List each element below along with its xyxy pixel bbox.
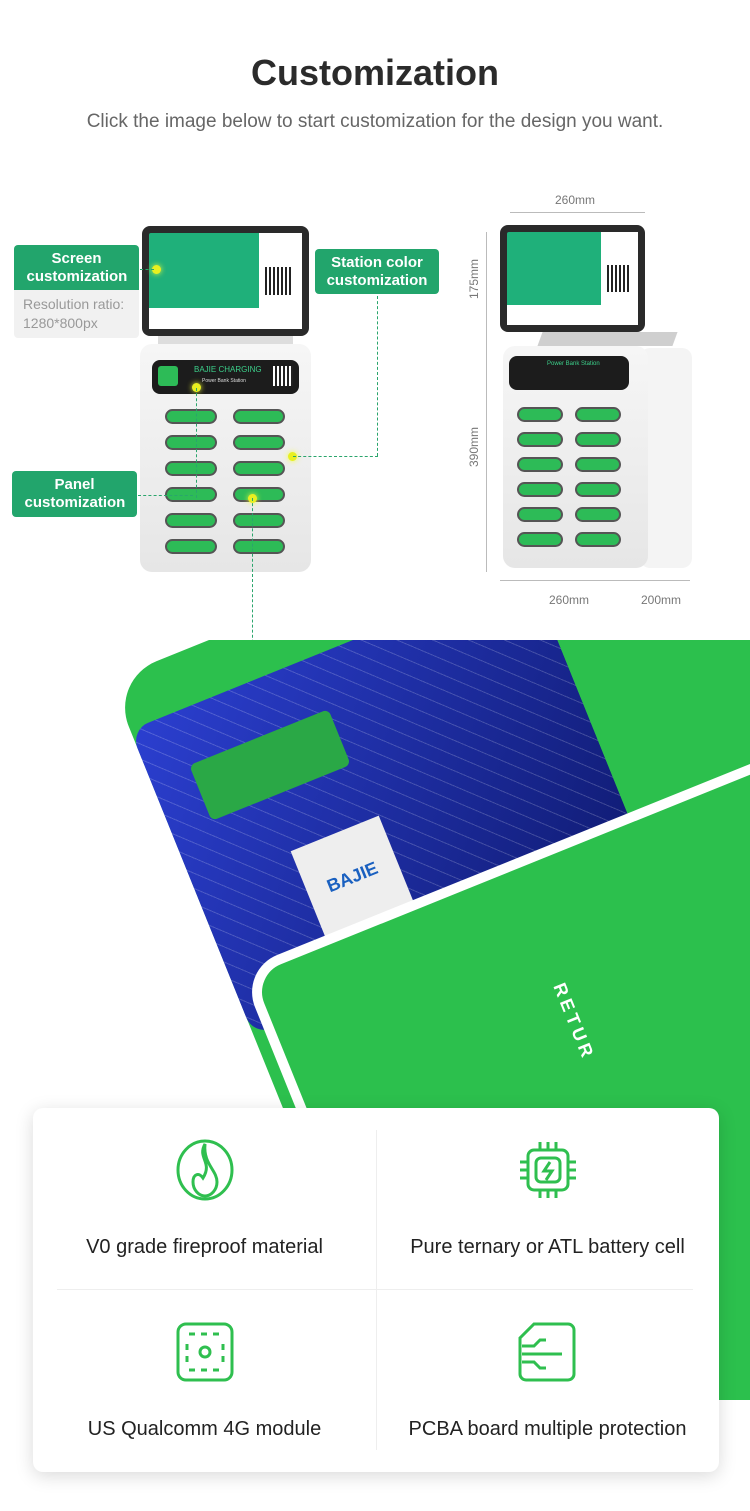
battery-chip-icon bbox=[520, 1142, 576, 1198]
dimension-depth: 200mm bbox=[641, 593, 682, 607]
qr-code bbox=[273, 366, 293, 386]
power-bank-slot[interactable] bbox=[517, 507, 563, 522]
power-bank-slot[interactable] bbox=[165, 409, 217, 424]
power-bank-slot[interactable] bbox=[575, 407, 621, 422]
station-screen bbox=[500, 225, 645, 332]
screen-hotspot[interactable] bbox=[152, 265, 161, 274]
power-bank-slot[interactable] bbox=[233, 461, 285, 476]
brand-panel: Power Bank Station bbox=[509, 356, 629, 390]
resolution-note: Resolution ratio: 1280*800px bbox=[14, 290, 139, 338]
module-chip-icon bbox=[176, 1322, 234, 1382]
power-bank-slot[interactable] bbox=[233, 539, 285, 554]
power-bank-slot[interactable] bbox=[165, 435, 217, 450]
circuit-board-icon bbox=[518, 1322, 576, 1382]
power-bank-slot[interactable] bbox=[575, 432, 621, 447]
brand-logo-icon bbox=[158, 366, 178, 386]
dimension-body-height: 390mm bbox=[467, 426, 482, 468]
resolution-value: 1280*800px bbox=[23, 315, 98, 331]
power-bank-slot[interactable] bbox=[517, 407, 563, 422]
feature-label: Pure ternary or ATL battery cell bbox=[410, 1236, 685, 1258]
features-card: V0 grade fireproof material Pure ternary… bbox=[33, 1108, 719, 1472]
power-bank-image: BAJIE RETUR bbox=[0, 640, 750, 1120]
dimension-base-width: 260mm bbox=[549, 593, 590, 607]
page-subtitle: Click the image below to start customiza… bbox=[86, 111, 664, 132]
station-dimension-image: Power Bank Station bbox=[495, 220, 695, 580]
feature-pcba: PCBA board multiple protection bbox=[376, 1290, 719, 1472]
power-bank-slot[interactable] bbox=[575, 532, 621, 547]
screen-stand bbox=[158, 336, 293, 346]
power-bank-slot[interactable] bbox=[517, 432, 563, 447]
power-bank-slot[interactable] bbox=[165, 487, 217, 502]
power-bank-slot[interactable] bbox=[233, 435, 285, 450]
station-body: Power Bank Station bbox=[503, 346, 648, 568]
feature-4g-module: US Qualcomm 4G module bbox=[33, 1290, 376, 1472]
power-bank-slot[interactable] bbox=[517, 457, 563, 472]
customizable-station-image[interactable]: BAJIE CHARGING Power Bank Station bbox=[138, 224, 313, 576]
brand-name: BAJIE CHARGING bbox=[194, 365, 262, 374]
power-bank-slot[interactable] bbox=[165, 513, 217, 528]
panel-title: Power Bank Station bbox=[547, 361, 600, 367]
fire-icon bbox=[176, 1139, 234, 1201]
resolution-label: Resolution ratio: bbox=[23, 296, 125, 312]
station-color-text: Station color customization bbox=[326, 253, 428, 289]
power-bank-slot[interactable] bbox=[233, 409, 285, 424]
station-screen bbox=[142, 226, 309, 336]
station-side bbox=[640, 348, 692, 568]
feature-fireproof: V0 grade fireproof material bbox=[33, 1108, 376, 1290]
power-bank-slot[interactable] bbox=[517, 532, 563, 547]
screen-customization-label[interactable]: Screen customization bbox=[14, 245, 139, 290]
power-bank-slot[interactable] bbox=[233, 487, 285, 502]
dimension-top-width: 260mm bbox=[555, 193, 596, 207]
page-title: Customization bbox=[251, 52, 499, 93]
power-bank-slot[interactable] bbox=[575, 457, 621, 472]
power-bank-slot[interactable] bbox=[575, 482, 621, 497]
power-bank-slot[interactable] bbox=[575, 507, 621, 522]
screen-customization-text: Screen customization bbox=[26, 249, 128, 285]
feature-label: PCBA board multiple protection bbox=[408, 1418, 687, 1440]
feature-battery-cell: Pure ternary or ATL battery cell bbox=[376, 1108, 719, 1290]
feature-label: US Qualcomm 4G module bbox=[87, 1418, 322, 1440]
panel-customization-text: Panel customization bbox=[24, 476, 126, 511]
power-bank-slot[interactable] bbox=[517, 482, 563, 497]
dimension-screen-height: 175mm bbox=[467, 258, 482, 300]
feature-label: V0 grade fireproof material bbox=[86, 1236, 323, 1258]
power-bank-slot[interactable] bbox=[165, 461, 217, 476]
panel-subtitle: Power Bank Station bbox=[202, 378, 246, 384]
power-bank-slot[interactable] bbox=[165, 539, 217, 554]
power-bank-slot[interactable] bbox=[233, 513, 285, 528]
panel-hotspot[interactable] bbox=[192, 383, 201, 392]
station-color-hotspot[interactable] bbox=[288, 452, 297, 461]
station-color-customization-label[interactable]: Station color customization bbox=[315, 249, 439, 294]
panel-customization-label[interactable]: Panel customization bbox=[12, 471, 137, 517]
brand-panel: BAJIE CHARGING Power Bank Station bbox=[152, 360, 299, 394]
station-body: BAJIE CHARGING Power Bank Station bbox=[140, 344, 311, 572]
